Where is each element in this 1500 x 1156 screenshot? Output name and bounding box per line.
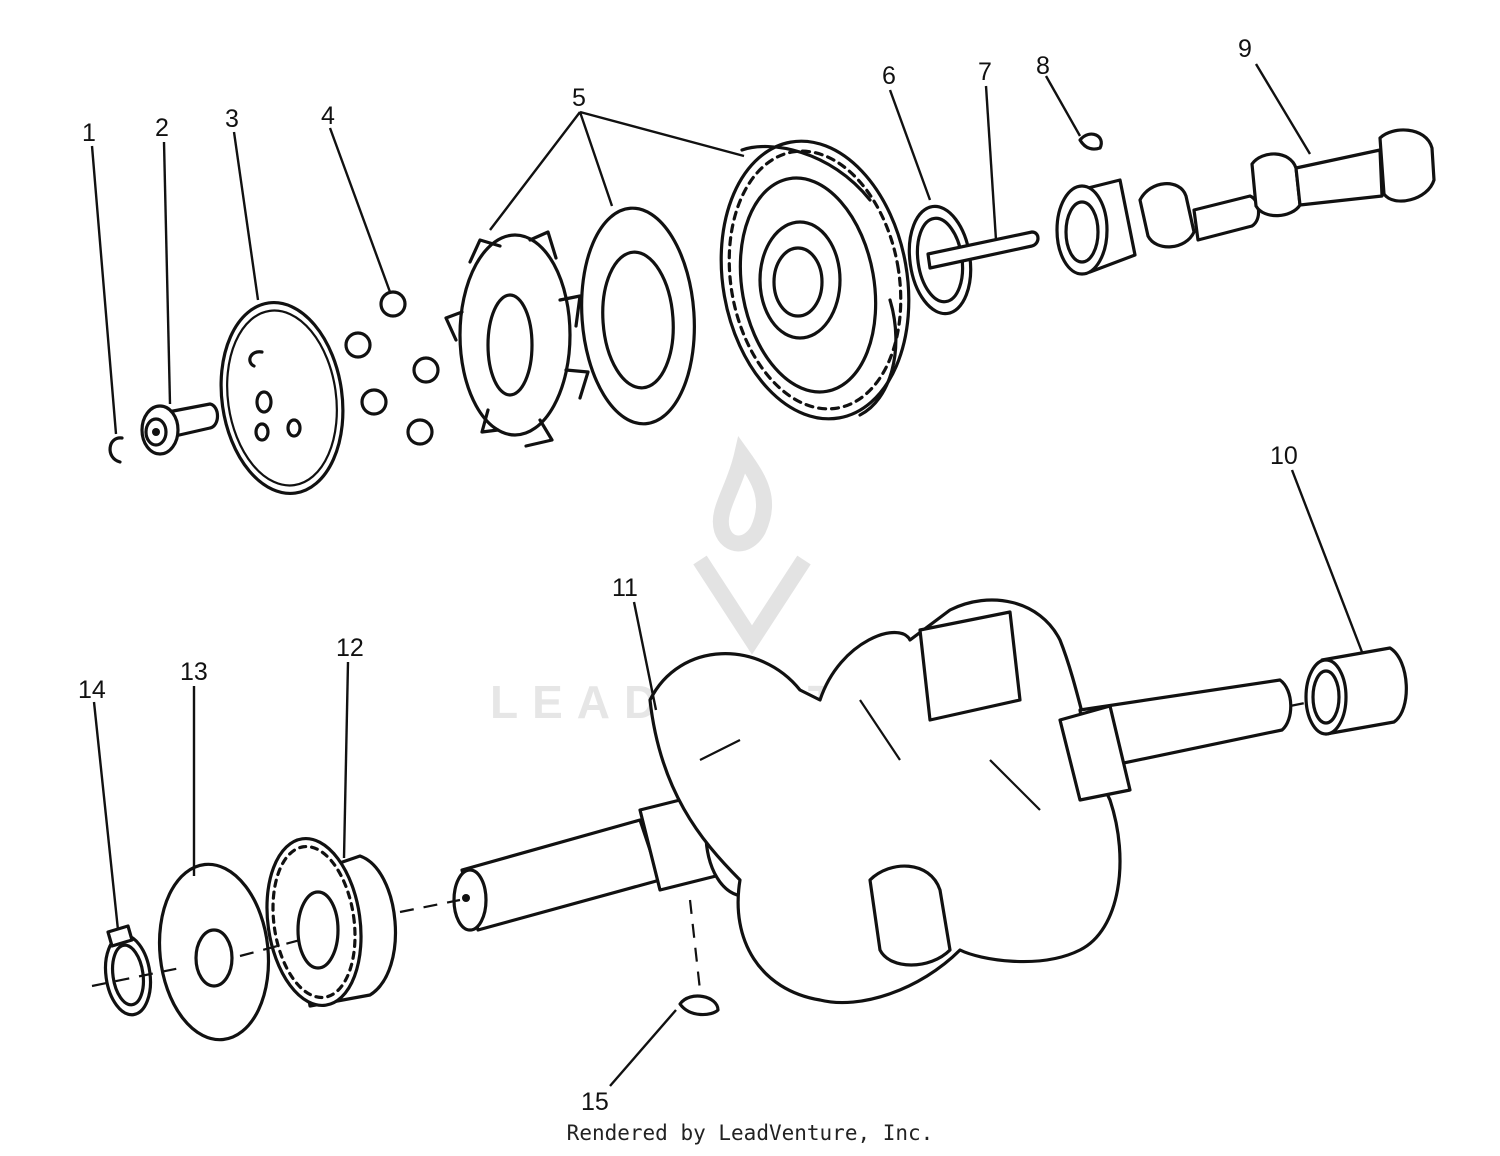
- callout-4: 4: [321, 102, 335, 130]
- part-15-key: [678, 994, 720, 1017]
- leader-lines: [90, 63, 1364, 1087]
- part-5-governor-spider: [444, 230, 590, 448]
- callout-14: 14: [78, 676, 106, 704]
- callout-1: 1: [82, 119, 96, 147]
- part-8-key: [1078, 132, 1103, 151]
- part-9-camshaft: [1055, 128, 1436, 276]
- leadventure-logo-icon: [693, 435, 811, 655]
- centerlines: [91, 700, 1311, 991]
- part-11-crankshaft: [452, 598, 1293, 1005]
- part-7-pin: [926, 230, 1040, 270]
- part-3-plate: [219, 300, 345, 496]
- callout-11: 11: [612, 574, 638, 602]
- part-10-bushing: [1304, 646, 1408, 736]
- callout-3: 3: [225, 105, 239, 133]
- callout-labels: 1 2 3 4 5 6 7 8 9 10 11 12 13 14 15: [78, 35, 1298, 1116]
- callout-10: 10: [1270, 442, 1298, 470]
- part-5-washer: [580, 206, 696, 426]
- part-13-washer: [157, 862, 271, 1042]
- callout-6: 6: [882, 62, 896, 90]
- callout-15: 15: [581, 1088, 609, 1116]
- part-5-cam-gear: [719, 139, 911, 421]
- render-credit: Rendered by LeadVenture, Inc.: [566, 1121, 934, 1145]
- callout-2: 2: [155, 114, 169, 142]
- part-2-bolt: [140, 402, 220, 456]
- part-14-snap-ring: [103, 924, 153, 1017]
- callout-9: 9: [1238, 35, 1252, 63]
- part-1-retaining-ring: [108, 436, 124, 464]
- part-12-crank-gear: [265, 836, 398, 1008]
- callout-7: 7: [978, 58, 992, 86]
- part-4-balls: [344, 290, 440, 446]
- callout-13: 13: [180, 658, 208, 686]
- callout-12: 12: [336, 634, 364, 662]
- callout-5: 5: [572, 84, 586, 112]
- callout-8: 8: [1036, 52, 1050, 80]
